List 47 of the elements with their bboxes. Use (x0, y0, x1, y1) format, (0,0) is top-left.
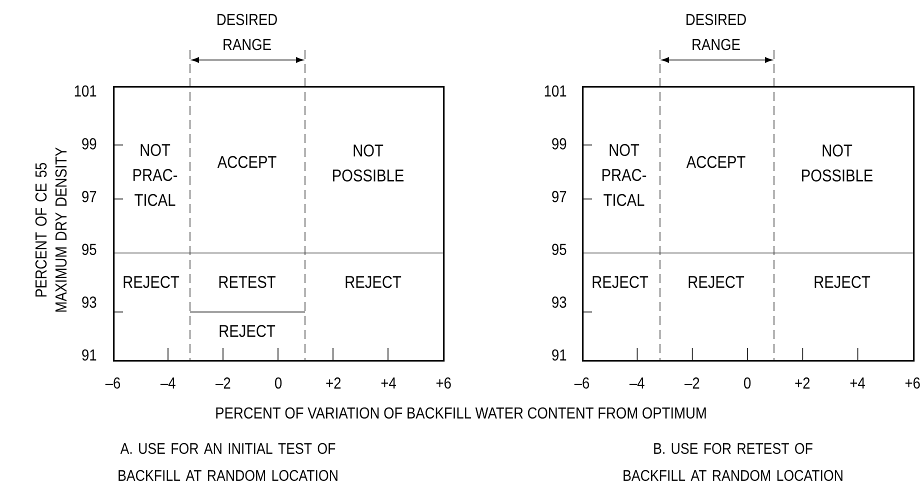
zone-label: NOT PRAC- TICAL (133, 144, 178, 206)
zone-label: ACCEPT (217, 156, 276, 168)
tick-label: +6 (905, 377, 920, 389)
tick-label: 95 (552, 244, 566, 256)
tick-label: 101 (74, 85, 96, 97)
zone-label: REJECT (124, 276, 180, 288)
tick-label: +4 (850, 377, 865, 388)
tick-label: 0 (744, 377, 751, 389)
tick-label: 97 (552, 190, 566, 202)
tick-label: 93 (552, 296, 566, 308)
tick-label: +6 (436, 377, 451, 389)
tick-label: –4 (629, 377, 644, 388)
tick-label: 97 (82, 190, 96, 202)
tick-label: 99 (82, 138, 96, 150)
zone-label: REJECT (592, 276, 648, 288)
tick-label: –2 (684, 377, 700, 389)
tick-label: –2 (216, 377, 230, 389)
tick-label: +2 (326, 377, 341, 389)
tick-label: 95 (82, 244, 96, 256)
tick-label: +2 (795, 377, 810, 389)
zone-label: RETEST (219, 276, 276, 288)
tick-label: +4 (381, 377, 396, 388)
zone-label: ACCEPT (686, 156, 746, 168)
range-label: DESIRED RANGE (218, 14, 277, 50)
zone-label: NOT POSSIBLE (802, 144, 873, 182)
zone-label: NOT PRAC- TICAL (602, 144, 646, 206)
caption: B. USE FOR RETEST OF BACKFILL AT RANDOM LOCATION (624, 443, 842, 481)
chart-frame (582, 86, 915, 362)
tick-label: –6 (574, 377, 590, 389)
tick-label: 91 (552, 349, 566, 361)
zone-label: REJECT (346, 276, 402, 288)
axis-title: PERCENT OF VARIATION OF BACKFILL WATER CONTENT FROM OPTIMUM (216, 407, 706, 419)
axis-title: PERCENT OF CE 55 MAXIMUM DRY DENSITY (35, 148, 67, 312)
tick-label: –6 (105, 377, 120, 389)
chart-frame (113, 86, 445, 362)
zone-label: REJECT (814, 276, 870, 288)
tick-label: 91 (82, 349, 96, 361)
range-label: DESIRED RANGE (686, 14, 746, 50)
tick-label: 0 (275, 377, 282, 389)
tick-label: 93 (82, 296, 96, 308)
tick-label: 99 (552, 138, 566, 150)
zone-label: REJECT (220, 324, 276, 338)
tick-label: 101 (544, 85, 566, 97)
tick-label: –4 (160, 377, 176, 388)
caption: A. USE FOR AN INITIAL TEST OF BACKFILL AT RANDOM LOCATION (118, 443, 338, 481)
zone-label: REJECT (688, 276, 744, 288)
zone-label: NOT POSSIBLE (333, 144, 404, 182)
